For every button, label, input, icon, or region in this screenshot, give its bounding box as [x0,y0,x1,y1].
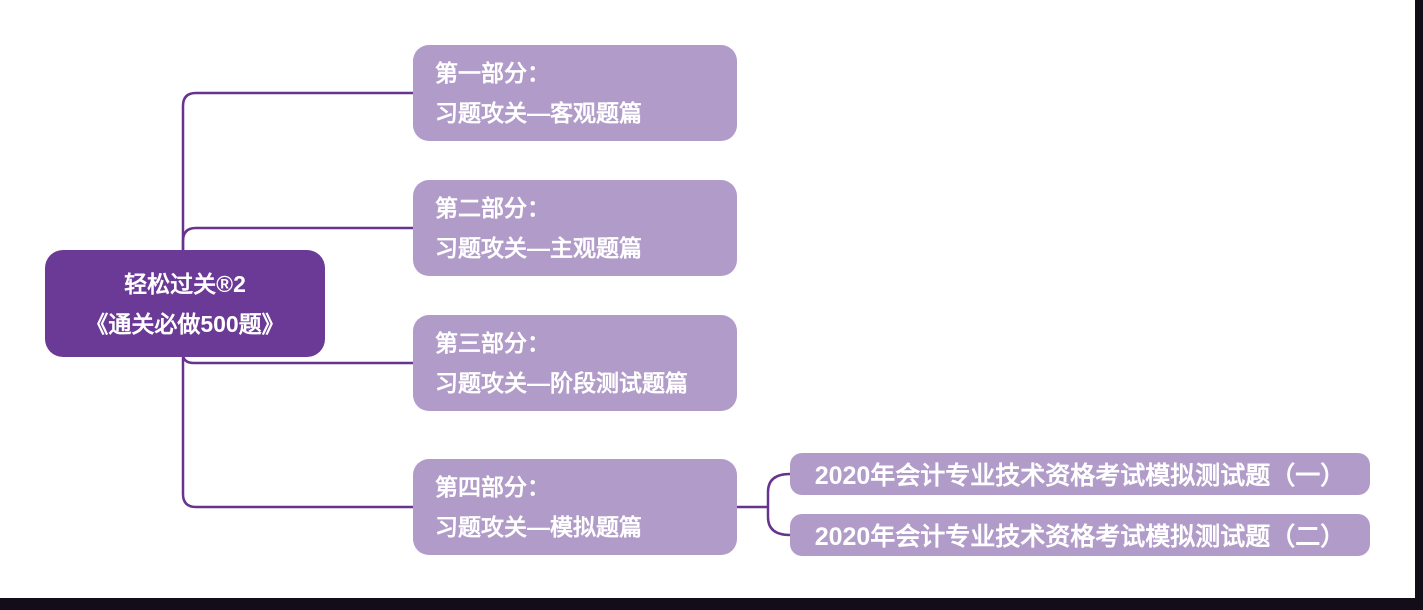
branch-node-part2: 第二部分： 习题攻关—主观题篇 [413,180,737,276]
branch-title: 第三部分： [435,330,550,356]
connector-root-to-branch1 [181,91,413,252]
right-frame-bar [1415,0,1423,610]
root-title-line2: 《通关必做500题》 [85,310,285,337]
connector-branch4-to-leaves [766,472,791,537]
branch-title: 第二部分： [435,195,550,221]
leaf-label: 2020年会计专业技术资格考试模拟测试题（二） [814,523,1346,551]
branch-title: 第一部分： [435,60,550,86]
branch-node-part1: 第一部分： 习题攻关—客观题篇 [413,45,737,141]
branch-node-part3: 第三部分： 习题攻关—阶段测试题篇 [413,315,737,411]
connector-root-to-branch4 [181,354,413,509]
leaf-node-mock-exam-1: 2020年会计专业技术资格考试模拟测试题（一） [790,453,1370,495]
bottom-frame-bar [0,598,1423,610]
branch-subtitle: 习题攻关—主观题篇 [435,235,642,261]
leaf-node-mock-exam-2: 2020年会计专业技术资格考试模拟测试题（二） [790,514,1370,556]
root-node: 轻松过关®2 《通关必做500题》 [45,250,325,357]
branch-node-part4: 第四部分： 习题攻关—模拟题篇 [413,459,737,555]
branch-subtitle: 习题攻关—模拟题篇 [435,514,642,540]
branch-subtitle: 习题攻关—客观题篇 [435,100,642,126]
connector-root-to-branch2 [181,226,413,252]
leaf-label: 2020年会计专业技术资格考试模拟测试题（一） [814,462,1346,490]
branch-title: 第四部分： [435,474,550,500]
root-title-line1: 轻松过关®2 [124,270,246,297]
branch-subtitle: 习题攻关—阶段测试题篇 [435,370,688,396]
